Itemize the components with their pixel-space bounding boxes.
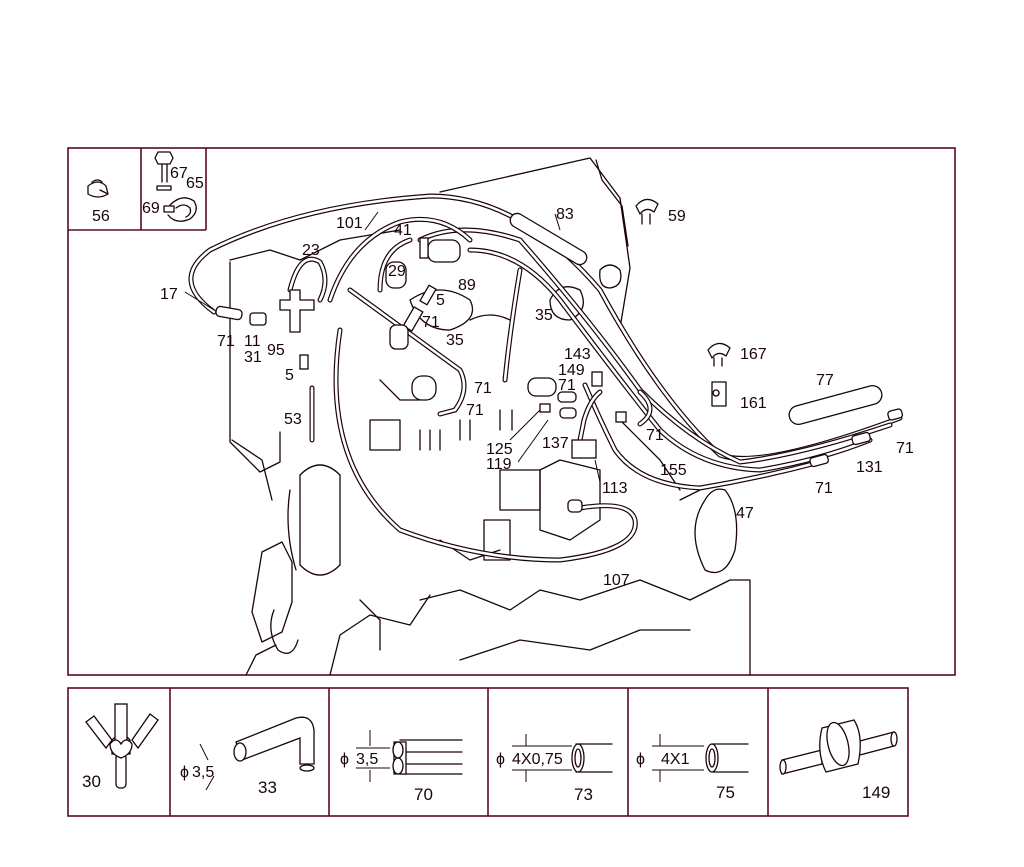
fittings <box>215 198 904 513</box>
callout-71-center2: 71 <box>466 402 484 419</box>
callout-113: 113 <box>602 480 628 497</box>
clip-56-part <box>87 179 109 198</box>
callout-71-left: 71 <box>217 333 235 350</box>
legend-label-149: 149 <box>862 783 890 802</box>
legend-dia-73: ϕ <box>496 751 505 768</box>
legend-part-75: ϕ 4X1 75 <box>636 734 749 802</box>
callout-71-center: 71 <box>474 380 492 397</box>
callout-71-far-right: 71 <box>896 440 914 457</box>
callout-47: 47 <box>736 505 754 522</box>
callout-11: 11 <box>244 333 261 350</box>
callout-17: 17 <box>160 286 178 303</box>
callout-125: 125 <box>486 441 513 458</box>
callout-53: 53 <box>284 411 302 428</box>
legend-label-30: 30 <box>82 772 101 791</box>
callout-5-left: 5 <box>285 367 294 384</box>
callout-59: 59 <box>668 208 686 225</box>
inset-label-69: 69 <box>142 200 160 217</box>
legend-label-33: 33 <box>258 778 277 797</box>
callout-131: 131 <box>856 459 883 476</box>
legend-dim-33: 3,5 <box>192 764 214 781</box>
callout-5-top: 5 <box>436 292 445 309</box>
legend-label-73: 73 <box>574 785 593 804</box>
legend-label-70: 70 <box>414 785 433 804</box>
inset-label-56: 56 <box>92 208 110 225</box>
callout-167: 167 <box>740 346 767 363</box>
legend-dim-70: 3,5 <box>356 751 378 768</box>
callout-143: 143 <box>564 346 591 363</box>
callout-35-right: 35 <box>535 307 553 324</box>
legend-part-30: 30 <box>82 703 159 791</box>
callout-83: 83 <box>556 206 574 223</box>
callout-89: 89 <box>458 277 476 294</box>
callout-155: 155 <box>660 462 687 479</box>
callout-107: 107 <box>603 572 630 589</box>
callout-77: 77 <box>816 372 834 389</box>
callout-23: 23 <box>302 242 320 259</box>
main-frame <box>67 147 956 676</box>
legend-dim-73: 4X0,75 <box>512 751 563 768</box>
legend-row: 30 ϕ 3,5 33 ϕ 3,5 70 <box>82 688 898 816</box>
callout-29: 29 <box>388 263 406 280</box>
inset-boxes <box>68 148 207 231</box>
callout-31: 31 <box>244 349 262 366</box>
callout-149: 149 <box>558 362 585 379</box>
callout-101: 101 <box>336 215 363 232</box>
legend-dia-75: ϕ <box>636 751 645 768</box>
callout-119: 119 <box>486 456 512 473</box>
callout-71-right: 71 <box>646 427 664 444</box>
callout-41: 41 <box>394 222 412 239</box>
legend-part-149: 149 <box>779 719 898 802</box>
bolt-clamp-part <box>154 151 197 222</box>
callout-137: 137 <box>542 435 569 452</box>
inset-label-67: 67 <box>170 165 188 182</box>
callout-161: 161 <box>740 395 767 412</box>
leader-lines <box>184 211 601 483</box>
legend-label-75: 75 <box>716 783 735 802</box>
callout-95: 95 <box>267 342 285 359</box>
legend-dia-70: ϕ <box>340 751 349 768</box>
callout-71-top: 71 <box>422 314 440 331</box>
legend-dia-33: ϕ <box>180 764 189 781</box>
legend-dim-75: 4X1 <box>661 751 690 768</box>
legend-part-73: ϕ 4X0,75 73 <box>496 734 613 804</box>
legend-part-70: ϕ 3,5 70 <box>340 730 463 804</box>
callout-labels: 101 41 83 59 23 17 29 89 5 71 35 35 71 1… <box>92 165 914 589</box>
callout-71-lower: 71 <box>815 480 833 497</box>
legend-part-33: ϕ 3,5 33 <box>180 716 315 797</box>
callout-71-mid: 71 <box>558 377 576 394</box>
inset-label-65: 65 <box>186 175 204 192</box>
callout-35-left: 35 <box>446 332 464 349</box>
